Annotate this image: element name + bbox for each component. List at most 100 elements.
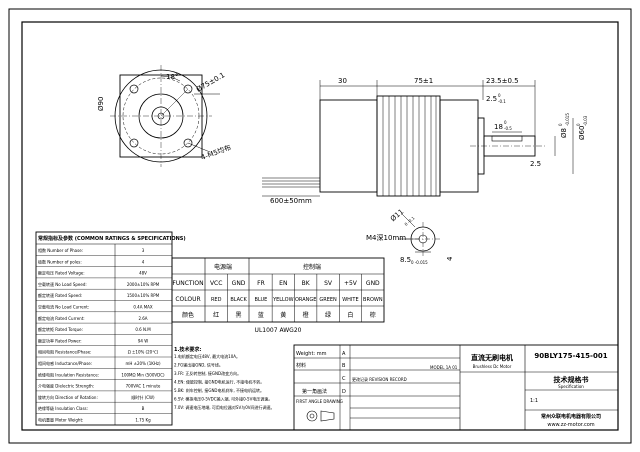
spec-value: 48V (139, 271, 147, 276)
spec-value: 0.6 N.M (135, 327, 151, 332)
spec-value: Ω ±10% (20℃) (128, 350, 159, 355)
holes-leader (187, 142, 211, 153)
wiring-cell-colour: RED (211, 297, 222, 303)
wiring-cell-colour: BLUE (255, 297, 268, 303)
sheet-label: MODEL 1A 01 (430, 365, 458, 370)
row-mark-c: C (342, 376, 346, 382)
dim-flat-tol-top: 0 (498, 93, 501, 98)
outer-border (8, 8, 632, 444)
spec-value: mH ±20% (1KHz) (125, 361, 161, 366)
first-angle-label: 第一角画法 (302, 388, 327, 395)
section-width-tol: 0 -0.015 (411, 260, 428, 265)
cooling-fins (382, 96, 437, 196)
section-height: 4 (446, 256, 454, 261)
wiring-cell-function: FR (257, 280, 265, 287)
doc-title-cn: 技术规格书 (554, 375, 589, 384)
wiring-cell-function: BK (302, 280, 311, 287)
notes-title: 1.技术要求: (174, 346, 201, 353)
spec-value: 700VAC 1 minute (126, 384, 161, 389)
dim-pilot-dia: Ø60 (578, 126, 586, 140)
product-name-en: Brushless Dc Motor (473, 364, 512, 369)
dim-shaft-dia-tol-bot: -0.015 (565, 113, 570, 126)
part-number: 90BLY175-415-001 (534, 352, 607, 360)
spec-value: 顺时针 (CW) (131, 394, 155, 400)
wiring-cell-cn: 绿 (325, 311, 331, 319)
spec-label: 旋转方向 Direction of Rotation: (38, 394, 98, 400)
material-label: 材料 (296, 362, 306, 369)
dim-shaft-length: 23.5±0.5 (486, 77, 519, 85)
spec-label: 额定转矩 Rated Torque: (38, 326, 83, 332)
rear-cap (319, 99, 378, 193)
outer-dia-dim: Ø90 (97, 97, 105, 111)
mount-hole-4 (183, 138, 193, 148)
spec-table: 常规指标及参数 (COMMON RATINGS & SPECIFICATIONS… (35, 231, 186, 426)
spec-label: 相数 Number of Phase: (38, 247, 83, 253)
wiring-row-label: FUNCTION (172, 280, 203, 287)
spec-value: 1500±10% RPM (127, 293, 160, 298)
spec-label: 电机重量 Motor Weight: (38, 417, 83, 423)
spec-label: 绝缘电阻 Insulation Resistance: (38, 371, 99, 377)
wiring-cell-colour: BROWN (363, 297, 383, 303)
spec-table-title: 常规指标及参数 (COMMON RATINGS & SPECIFICATIONS… (38, 235, 186, 242)
spec-value: 1.75 Kg (135, 418, 151, 423)
motor-body (376, 95, 441, 197)
dim-flat: 2.5 (486, 95, 497, 103)
dim-lead: 600±50mm (270, 197, 312, 205)
dim-key-tol-bot: -0.5 (504, 126, 512, 131)
spec-value: 94 W (138, 338, 148, 343)
spec-label: 空载转速 No Load Speed: (38, 281, 87, 287)
dim-30: 30 (338, 77, 347, 85)
mount-hole-2 (183, 84, 193, 94)
section-dia-tol: 0 -0.1 (403, 215, 415, 227)
wiring-cell-function: +5V (344, 280, 358, 287)
wiring-cell-colour: BLACK (230, 297, 247, 303)
wiring-row-label: COLOUR (175, 296, 200, 303)
dim-shaft-dia: Ø8 (560, 128, 568, 138)
section-dia-leader (401, 213, 416, 228)
spec-value: 4 (142, 259, 145, 264)
spec-value: 3 (142, 248, 145, 253)
spec-value: 2.6A (138, 316, 147, 321)
wiring-cell-colour: ORANGE (295, 297, 316, 303)
wiring-cell-colour: WHITE (342, 297, 358, 303)
wiring-cell-cn: 棕 (370, 311, 376, 319)
bolt-circle-dim: Ø75±0.1 (195, 71, 226, 94)
dim-key-tol-top: 0 (504, 120, 507, 125)
note-line: 2.FG输出接GND, 信号线。 (174, 362, 223, 368)
row-mark-b: B (342, 363, 346, 369)
weight-label: Weight: mm (296, 351, 327, 357)
spec-value: 0.4A MAX (133, 305, 153, 310)
wiring-cell-colour: YELLOW (272, 297, 294, 303)
note-line: 5.BK: 刹车控制, 接GND电机刹车, 不接电机运转。 (174, 387, 264, 393)
technical-notes: 1.技术要求: 1.电机额定电压48V, 最大电流10A。 2.FG输出接GND,… (174, 346, 275, 410)
spec-label: 空载电流 No Load Current: (38, 304, 89, 310)
front-view: 18° Ø90 Ø75±0.1 4-M5均布 (97, 65, 232, 167)
wiring-cell-cn: 黑 (236, 312, 242, 319)
spec-value: 100MΩ Min (500VDC) (121, 372, 165, 377)
wiring-cell-function: SV (324, 280, 333, 287)
wiring-cell-function: VCC (210, 280, 222, 287)
spec-label: 极数 Number of poles: (38, 258, 82, 264)
holes-dim: 4-M5均布 (200, 143, 233, 162)
spec-label: 绝缘等级 Insulation Class: (38, 405, 88, 411)
first-angle-en: FIRST ANGLE DRAWING (296, 399, 343, 404)
wiring-cell-cn: 橙 (303, 311, 309, 319)
angle-ray (160, 88, 189, 117)
lead-wires (262, 177, 320, 188)
wiring-cell-cn: 白 (347, 311, 353, 319)
spec-label: 相间电感 Inductance/Phase: (38, 360, 92, 366)
doc-title-en: Specification (558, 384, 584, 389)
dim-step: 2.5 (530, 160, 541, 168)
wiring-cell-function: EN (279, 280, 287, 287)
front-pilot-circle (138, 93, 184, 139)
note-line: 1.电机额定电压48V, 最大电流10A。 (174, 353, 240, 359)
note-line: 3.FR: 正反转控制, 接GND改变方向。 (174, 370, 241, 376)
shaft-key (491, 135, 523, 142)
revision-label: 更改记录 REVISION RECORD (352, 376, 407, 382)
spec-label: 介电强度 Dielectric Strength: (38, 383, 94, 389)
company-website: www.zz-motor.com (547, 422, 594, 428)
angle-arc (160, 75, 181, 82)
note-line: 7.0V: 调速电压地端, 可用电位器对SV与0V间进行调速。 (174, 404, 275, 410)
wiring-cell-function: GND (232, 280, 246, 287)
